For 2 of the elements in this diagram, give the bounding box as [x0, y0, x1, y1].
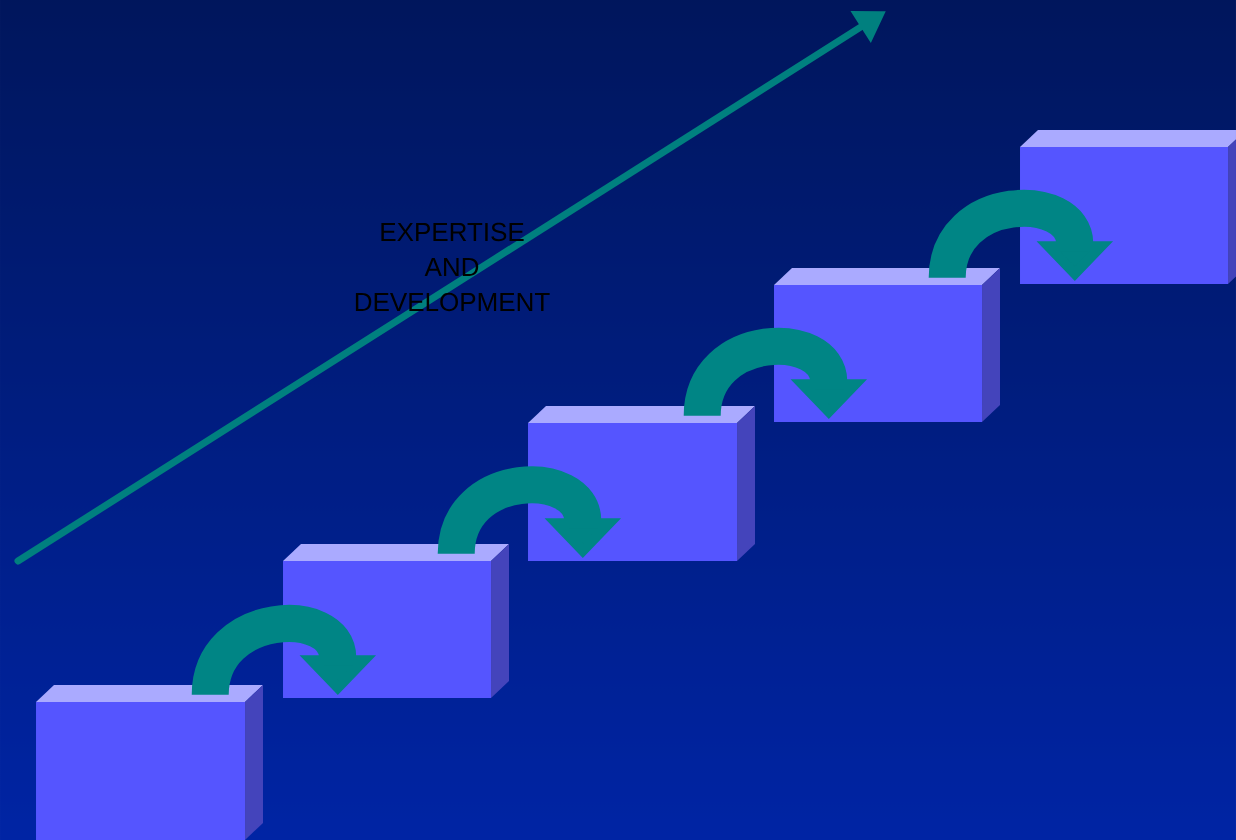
- curved-arrow: [191, 605, 377, 698]
- box: [36, 685, 263, 840]
